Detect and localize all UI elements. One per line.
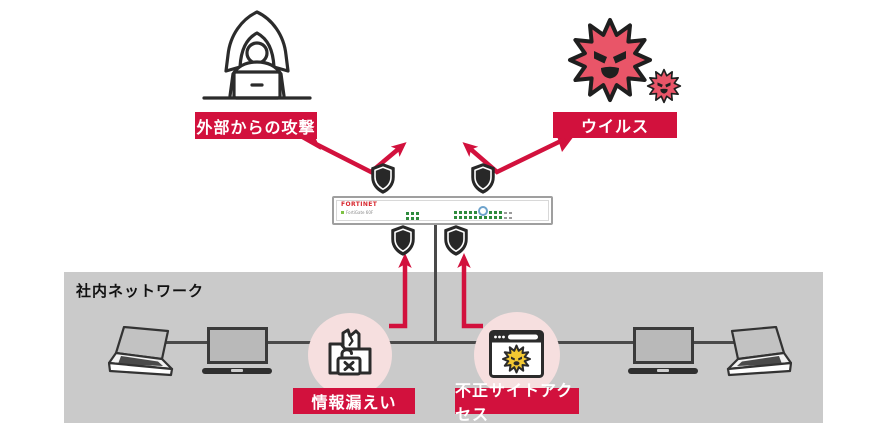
info-leak-label: 情報漏えい [293,388,415,414]
laptop-front-base-left [202,368,272,374]
shield-icon-top-left [370,163,396,194]
shield-icon-bottom-left [390,225,416,256]
appliance-wifi-led [478,206,488,216]
virus-small-icon [646,68,682,104]
malicious-site-icon [489,330,544,378]
virus-icon [568,18,652,102]
hacker-icon [202,10,312,100]
folder-leak-icon [328,328,372,376]
shield-icon-bottom-right [443,225,469,256]
unauthorized-site-label: 不正サイトアクセス [455,381,579,424]
status-led-icon [341,211,344,214]
appliance-port-leds [454,211,512,219]
firewall-appliance: FORTINET FortiGate 60F [332,196,553,225]
uplink-line [434,225,437,343]
laptop-3d-icon-left [108,326,174,377]
virus-label-tail [557,136,574,152]
laptop-front-base-right [628,368,698,374]
laptop-front-icon-left [207,327,268,364]
lan-line [150,341,748,344]
fortinet-logo: FORTINET [341,201,378,208]
internal-network-label: 社内ネットワーク [76,282,205,300]
laptop-3d-icon-right [726,326,792,377]
shield-icon-top-right [470,163,496,194]
external-attack-label: 外部からの攻撃 [195,112,317,139]
laptop-front-icon-right [633,327,694,364]
appliance-model: FortiGate 60F [341,210,373,215]
virus-label: ウイルス [553,112,677,138]
appliance-led-cluster [406,212,419,220]
internal-network-band [64,272,823,423]
